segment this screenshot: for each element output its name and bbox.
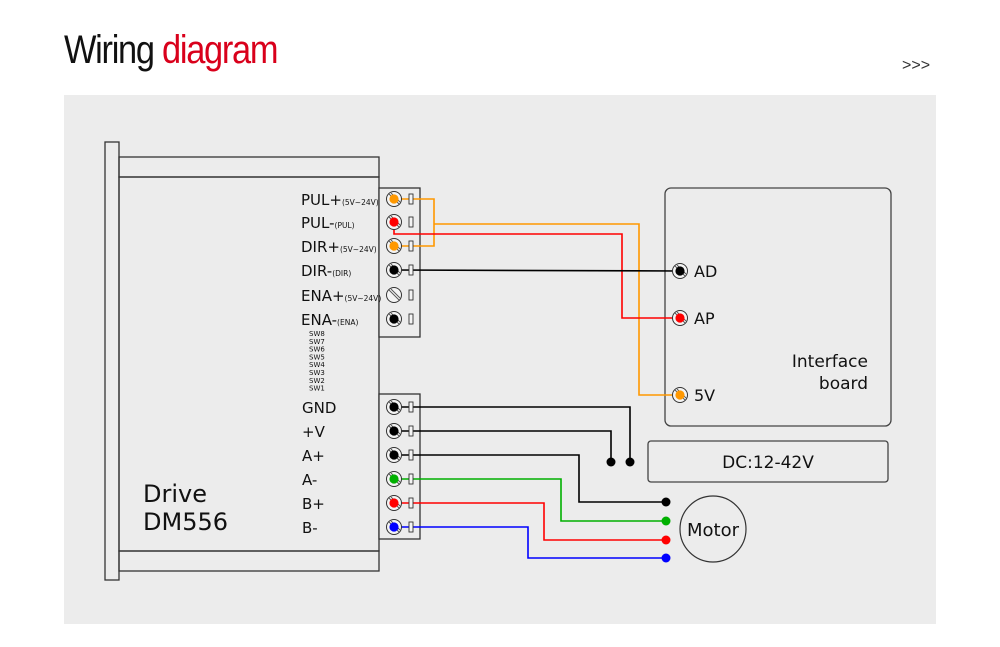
dip-switch-label: SW2 xyxy=(309,377,325,385)
power-terminal xyxy=(386,423,414,439)
page-title: Wiring diagram xyxy=(64,28,279,73)
interface-board-pin-label: 5V xyxy=(694,386,715,405)
interface-board-label-line2: board xyxy=(819,374,868,394)
terminal-screw-slot xyxy=(408,401,414,413)
interface-board-label-line1: Interface xyxy=(792,352,868,372)
title-accent: diagram xyxy=(162,28,279,72)
dip-switch-label: SW1 xyxy=(309,385,325,393)
terminal-screw-slot xyxy=(408,264,414,276)
terminal-screw-slot xyxy=(408,521,414,533)
power-terminal xyxy=(386,471,414,487)
wire-b-plus xyxy=(394,502,666,541)
power-terminal-label: A- xyxy=(302,471,317,489)
power-terminal xyxy=(386,447,414,463)
wire-a-minus xyxy=(394,478,666,522)
more-link[interactable]: >>> xyxy=(902,57,931,74)
interface-board-pin xyxy=(672,387,688,403)
power-terminal-label: GND xyxy=(302,399,336,417)
power-terminal xyxy=(386,495,414,511)
motor-label: Motor xyxy=(687,520,740,541)
signal-terminal xyxy=(386,311,414,327)
signal-terminal-label: ENA+(5V~24V) xyxy=(301,287,381,305)
driver-bottom-rail xyxy=(118,550,380,572)
wire-plus-v xyxy=(394,430,612,462)
signal-terminal-block xyxy=(378,187,421,338)
title-main: Wiring xyxy=(64,28,155,72)
power-terminal xyxy=(386,519,414,535)
power-terminal-block xyxy=(378,393,421,540)
signal-terminal-label: PUL+(5V~24V) xyxy=(301,191,379,209)
wire-pul-dir-plus-bridge xyxy=(394,198,435,247)
signal-terminal xyxy=(386,238,414,254)
terminal-screw-slot xyxy=(408,240,414,252)
dip-switch-label: SW7 xyxy=(309,338,325,346)
driver-body xyxy=(104,141,380,581)
terminal-screw-slot xyxy=(408,449,414,461)
terminal-screw-slot xyxy=(408,497,414,509)
power-terminal-label: B- xyxy=(302,519,318,537)
signal-terminal-label: ENA-(ENA) xyxy=(301,311,358,329)
power-supply-label: DC:12-42V xyxy=(722,453,814,473)
motor-connection-dot xyxy=(661,497,671,507)
interface-board-pin-label: AD xyxy=(694,262,717,281)
dip-switch-label: SW5 xyxy=(309,353,325,361)
power-terminal-label: B+ xyxy=(302,495,325,513)
wire-b-minus xyxy=(394,526,666,559)
motor-circle xyxy=(679,495,747,563)
signal-terminal xyxy=(386,262,414,278)
signal-terminal xyxy=(386,287,414,303)
signal-terminal-label: DIR-(DIR) xyxy=(301,262,351,280)
wire-gnd xyxy=(394,406,631,462)
motor-connection-dot xyxy=(661,516,671,526)
driver-label-line1: Drive xyxy=(143,480,207,508)
interface-board-pin xyxy=(672,310,688,326)
power-terminal-label: +V xyxy=(302,423,326,441)
terminal-screw-slot xyxy=(408,425,414,437)
driver-side-plate xyxy=(104,141,120,581)
dip-switch-label: SW6 xyxy=(309,346,325,354)
motor-connection-dot xyxy=(661,553,671,563)
terminal-screw-slot xyxy=(408,216,414,228)
wire-5v xyxy=(434,223,680,396)
terminal-screw-slot xyxy=(408,289,414,301)
wire-a-plus xyxy=(394,454,666,503)
terminal-screw-slot xyxy=(408,313,414,325)
driver-label-line2: DM556 xyxy=(143,508,228,536)
interface-board-pin xyxy=(672,263,688,279)
signal-terminal xyxy=(386,214,414,230)
motor-connection-dot xyxy=(661,535,671,545)
terminal-screw-slot xyxy=(408,193,414,205)
power-supply-connection-dot xyxy=(606,457,616,467)
signal-terminal-label: PUL-(PUL) xyxy=(301,214,355,232)
signal-terminal xyxy=(386,191,414,207)
interface-board-pin-label: AP xyxy=(694,309,715,328)
power-terminal-label: A+ xyxy=(302,447,325,465)
dip-switch-label: SW4 xyxy=(309,361,325,369)
power-terminal xyxy=(386,399,414,415)
terminal-screw-slot xyxy=(408,473,414,485)
dip-switch-label: SW3 xyxy=(309,369,325,377)
driver-top-rail xyxy=(118,156,380,178)
wire-dir-minus xyxy=(393,269,681,272)
power-supply-box xyxy=(647,440,889,483)
interface-board xyxy=(664,187,892,427)
power-supply-connection-dot xyxy=(625,457,635,467)
dip-switch-label: SW8 xyxy=(309,330,325,338)
signal-terminal-label: DIR+(5V~24V) xyxy=(301,238,377,256)
